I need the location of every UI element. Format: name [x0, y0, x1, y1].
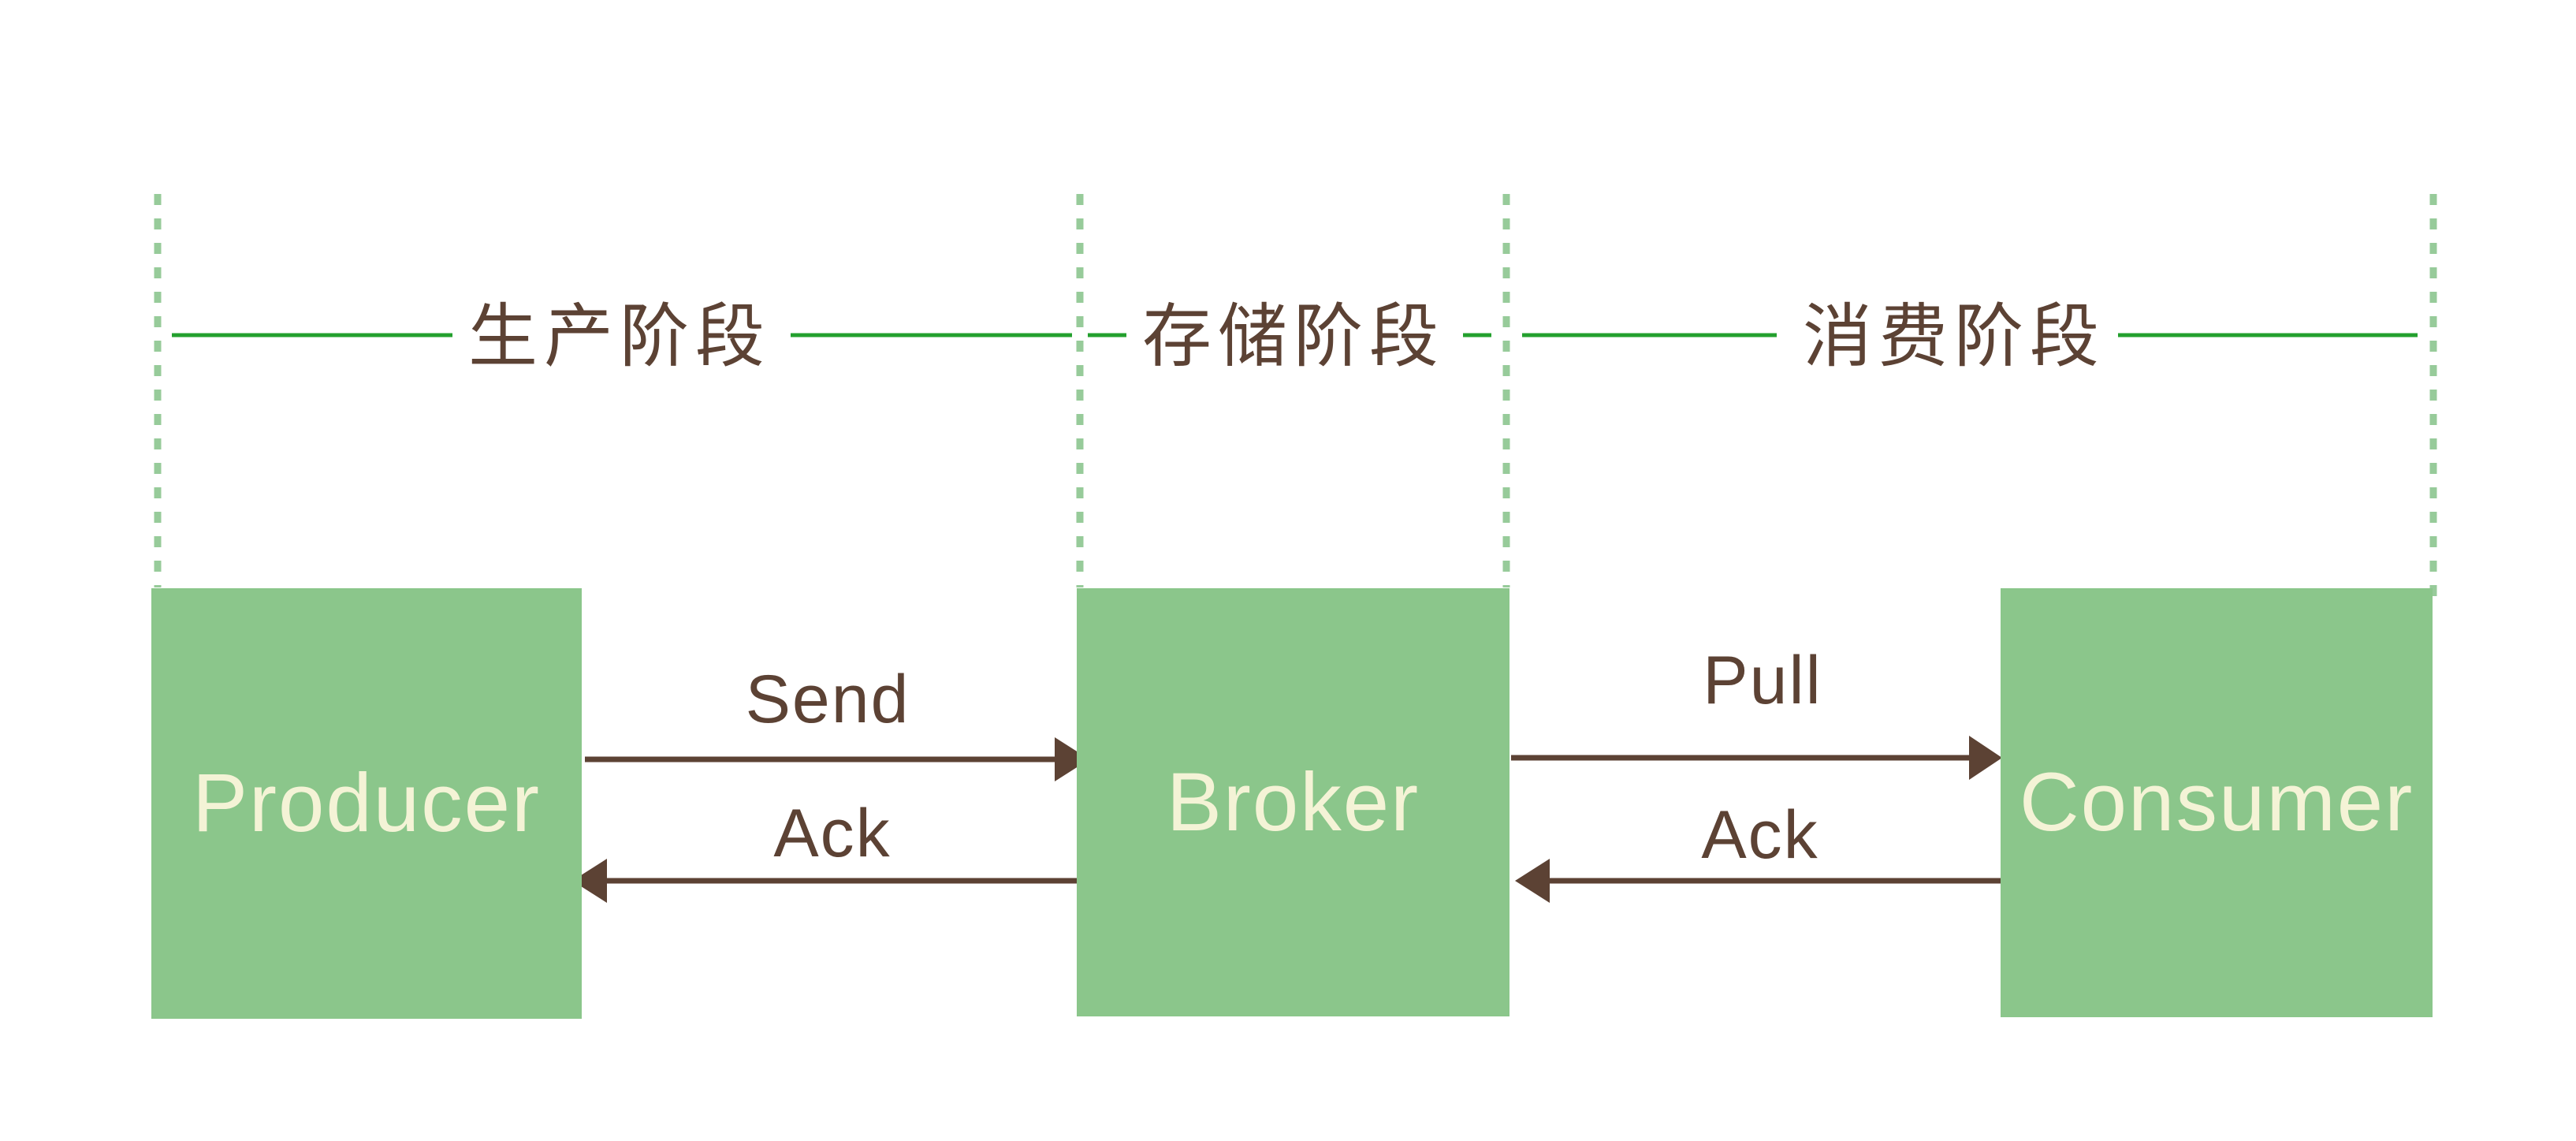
arrow-label-ack-right: Ack [1701, 797, 1819, 873]
pull-arrow [1511, 736, 2002, 780]
node-consumer: Consumer [2001, 588, 2433, 1017]
node-consumer-label: Consumer [2019, 756, 2414, 848]
node-producer-label: Producer [192, 757, 542, 849]
phase-label-storage: 存储阶段 [1141, 297, 1445, 375]
ack-arrow-consumer-to-broker [1515, 859, 2002, 903]
arrow-label-pull: Pull [1703, 643, 1822, 718]
phase-label-production: 生产阶段 [467, 297, 771, 375]
arrow-label-ack-left: Ack [773, 796, 892, 871]
node-broker-label: Broker [1166, 755, 1420, 848]
node-producer: Producer [151, 588, 582, 1019]
send-arrow [585, 737, 1089, 781]
ack-arrow-broker-to-producer [572, 859, 1078, 903]
arrow-label-send: Send [745, 662, 910, 737]
phase-label-consumption: 消费阶段 [1802, 297, 2105, 375]
node-broker: Broker [1077, 588, 1509, 1016]
